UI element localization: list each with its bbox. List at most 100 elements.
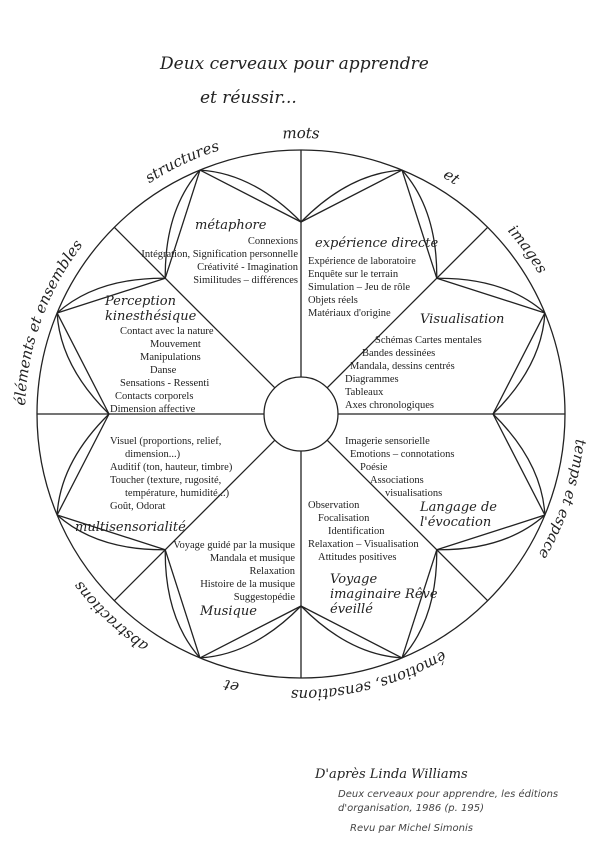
petal-curve bbox=[199, 605, 302, 659]
petal-line bbox=[492, 312, 546, 415]
inner-circle bbox=[263, 376, 339, 452]
sector-item: Voyage guidé par la musique bbox=[173, 540, 295, 551]
sector-item: visualisations bbox=[385, 488, 443, 499]
outer-ring-word-text: et bbox=[440, 165, 463, 189]
title-line-1: Deux cerveaux pour apprendre bbox=[160, 54, 429, 74]
footer-revised: Revu par Michel Simonis bbox=[350, 823, 473, 834]
sector-item: Expérience de laboratoire bbox=[308, 256, 416, 267]
sector-item: Associations bbox=[370, 475, 424, 486]
petal-line bbox=[56, 312, 110, 415]
petal-curve bbox=[56, 277, 166, 314]
sector-item: Attitudes positives bbox=[318, 552, 397, 563]
sector-title: multisensorialité bbox=[75, 520, 186, 535]
petal-line bbox=[56, 413, 110, 516]
outer-ring-word: mots bbox=[282, 124, 320, 143]
outer-ring-word: et bbox=[221, 675, 241, 696]
sector-item: Poésie bbox=[360, 462, 388, 473]
outer-ring-word-text: structures bbox=[142, 137, 222, 187]
outer-ring-word: et bbox=[440, 165, 463, 189]
petal-curve bbox=[199, 169, 302, 223]
sector-title: métaphore bbox=[195, 218, 267, 233]
petal-curve bbox=[401, 169, 438, 279]
sector-item: Matériaux d'origine bbox=[308, 308, 391, 319]
petal-curve bbox=[436, 514, 546, 551]
spoke-line bbox=[326, 439, 489, 602]
sector-item: Sensations - Ressenti bbox=[120, 378, 210, 389]
outer-ring-word: abstractions bbox=[69, 578, 151, 656]
sector-item: Objets réels bbox=[308, 295, 358, 306]
petal-line bbox=[199, 169, 302, 223]
sector-item: Similitudes – différences bbox=[193, 275, 298, 286]
petal-line bbox=[300, 169, 403, 223]
outer-ring-word: structures bbox=[142, 137, 222, 187]
sector-item: Visuel (proportions, relief, bbox=[110, 436, 222, 447]
petal-line bbox=[199, 605, 302, 659]
sector-item: Relaxation – Visualisation bbox=[308, 539, 419, 550]
petal-curve bbox=[56, 413, 110, 516]
petal-line bbox=[300, 605, 403, 659]
outer-ring-word-text: émotions, sensations bbox=[290, 647, 450, 704]
sector-title: expérience directe bbox=[315, 236, 439, 251]
spoke-line bbox=[113, 439, 276, 602]
sector-item: Schémas Cartes mentales bbox=[375, 335, 482, 346]
sector-item: Intégration, Signification personnelle bbox=[141, 249, 298, 260]
sector-item: Focalisation bbox=[318, 513, 370, 524]
sector-item: Créativité - Imagination bbox=[197, 262, 298, 273]
sector-item: Dimension affective bbox=[110, 404, 196, 415]
petal-curve bbox=[164, 549, 201, 659]
sector-item: Mouvement bbox=[150, 339, 201, 350]
sector-item: Diagrammes bbox=[345, 374, 399, 385]
sector-item: Tableaux bbox=[345, 387, 384, 398]
sector-item: Auditif (ton, hauteur, timbre) bbox=[110, 462, 233, 473]
petal-curve bbox=[492, 312, 546, 415]
petal-curve bbox=[436, 277, 546, 314]
sector-item: Toucher (texture, rugosité, bbox=[110, 475, 222, 486]
sector-item: Mandala et musique bbox=[209, 553, 295, 564]
petal-curve bbox=[401, 549, 438, 659]
sector-item: Imagerie sensorielle bbox=[345, 436, 430, 447]
sector-item: Observation bbox=[308, 500, 360, 511]
petal-line bbox=[164, 169, 201, 279]
outer-ring-word-text: éléments et ensembles bbox=[11, 236, 86, 406]
sector-item: Suggestopédie bbox=[233, 592, 295, 603]
outer-ring-word: éléments et ensembles bbox=[11, 236, 86, 406]
sector-item: dimension...) bbox=[125, 449, 181, 460]
sector-item: Mandala, dessins centrés bbox=[350, 361, 455, 372]
outer-ring-word: images bbox=[504, 221, 551, 276]
sector-item: Contact avec la nature bbox=[120, 326, 214, 337]
outer-ring-word-text: abstractions bbox=[69, 578, 151, 656]
sector-item: Bandes dessinées bbox=[362, 348, 436, 359]
sector-title: Musique bbox=[200, 604, 257, 619]
sector-item: Danse bbox=[150, 365, 177, 376]
sector-item: température, humidité...) bbox=[125, 488, 230, 499]
title-line-2: et réussir... bbox=[200, 88, 297, 108]
sector-item: Emotions – connotations bbox=[350, 449, 455, 460]
petal-curve bbox=[300, 169, 403, 223]
petal-curve bbox=[56, 514, 166, 551]
sector-item: Manipulations bbox=[140, 352, 201, 363]
petal-curve bbox=[492, 413, 546, 516]
sector-item: Axes chronologiques bbox=[345, 400, 434, 411]
outer-ring-word: émotions, sensations bbox=[290, 647, 450, 704]
sector-title: Visualisation bbox=[420, 312, 505, 327]
petal-curve bbox=[56, 312, 110, 415]
sector-item: Identification bbox=[328, 526, 385, 537]
sector-item: Simulation – Jeu de rôle bbox=[308, 282, 411, 293]
sector-item: Contacts corporels bbox=[115, 391, 194, 402]
footer-author: D'après Linda Williams bbox=[315, 767, 468, 782]
spoke-line bbox=[326, 226, 489, 389]
petal-line bbox=[56, 514, 166, 551]
petal-line bbox=[436, 277, 546, 314]
petal-curve bbox=[164, 169, 201, 279]
sector-item: Relaxation bbox=[249, 566, 296, 577]
wheel: éléments et ensembles structures mots et ima… bbox=[11, 124, 590, 704]
sector-item: Histoire de la musique bbox=[200, 579, 295, 590]
footer-reference-2: d'organisation, 1986 (p. 195) bbox=[338, 803, 484, 814]
spoke-line bbox=[113, 226, 276, 389]
sector-item: Goût, Odorat bbox=[110, 501, 166, 512]
outer-ring-word-text: images bbox=[504, 221, 551, 276]
outer-ring-word-text: et bbox=[221, 675, 241, 696]
petal-line bbox=[492, 413, 546, 516]
sector-item: Connexions bbox=[247, 236, 298, 247]
